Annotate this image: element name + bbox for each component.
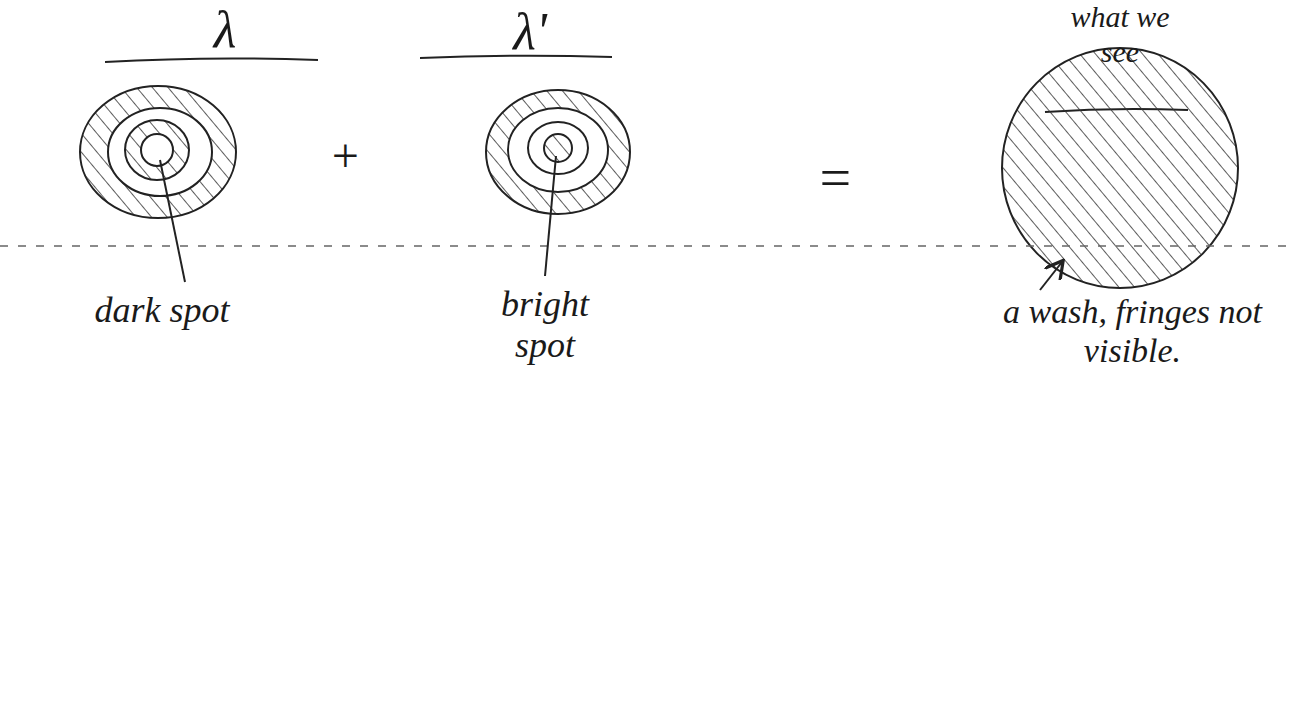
callout-label: bright spot bbox=[470, 284, 620, 367]
leader-line bbox=[545, 156, 556, 276]
equals-sign: = bbox=[810, 146, 860, 210]
fringe-pattern bbox=[486, 90, 630, 214]
wavelength-label: λ bbox=[185, 0, 265, 60]
callout-label: a wash, fringes not visible. bbox=[985, 292, 1280, 370]
fringe-pattern bbox=[80, 86, 236, 218]
dashed-line bbox=[0, 245, 1290, 246]
wavelength-label: λ' bbox=[490, 2, 570, 62]
heading-label: what we see bbox=[1060, 0, 1180, 69]
leader-line bbox=[160, 160, 185, 282]
wash-disc bbox=[1002, 48, 1238, 288]
callout-label: dark spot bbox=[92, 290, 232, 331]
underline bbox=[105, 58, 318, 62]
leader-line bbox=[1040, 262, 1062, 290]
plus-sign: + bbox=[320, 128, 370, 183]
